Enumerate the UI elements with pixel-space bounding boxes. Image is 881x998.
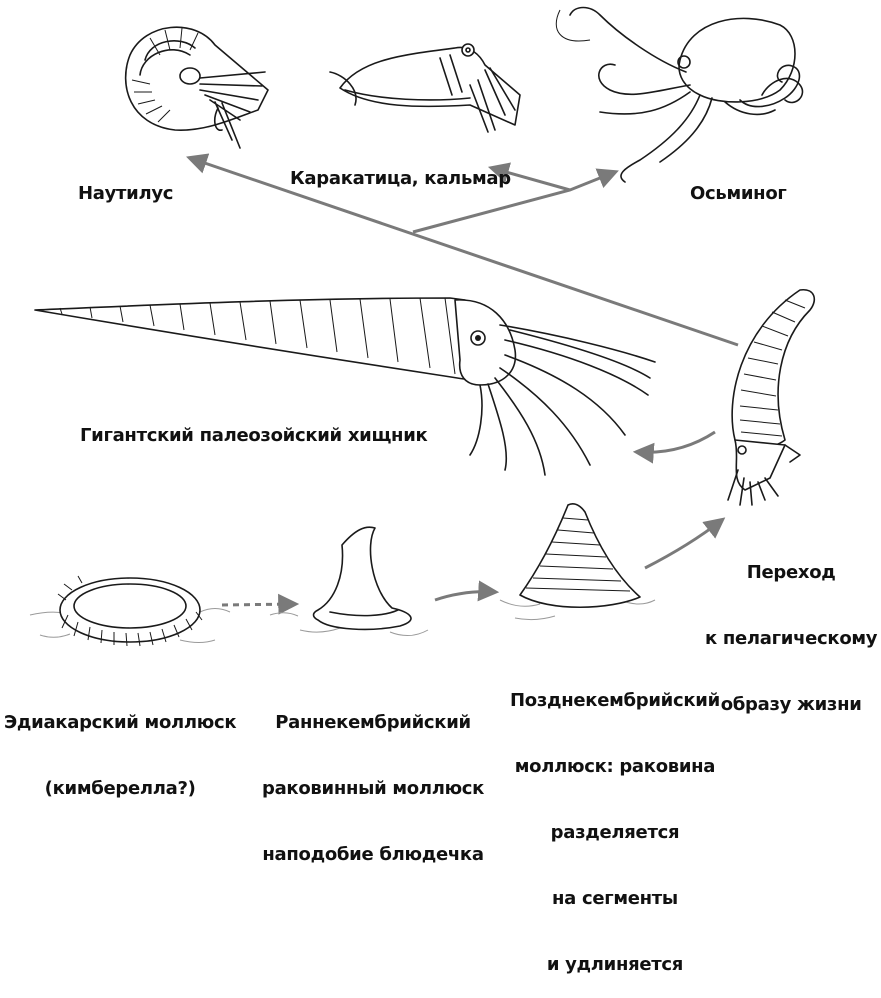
label-late-cambrian-line-5: и удлиняется: [546, 954, 684, 975]
arrow-to-cuttlefish: [487, 162, 571, 192]
cuttlefish-icon: [329, 43, 521, 133]
label-early-cambrian: Раннекембрийский раковинный моллюск напо…: [262, 668, 484, 888]
label-giant: Гигантский палеозойский хищник: [80, 381, 428, 469]
nautilus-icon: [124, 26, 269, 149]
label-pelagic-line-2: к пелагическому: [705, 628, 878, 649]
diagram-canvas: [29, 6, 816, 647]
label-pelagic-line-3: образу жизни: [720, 694, 862, 715]
label-nautilus-text: Наутилус: [78, 183, 174, 204]
arrow-to-giant: [632, 430, 716, 464]
label-early-cambrian-line-1: Раннекембрийский: [275, 712, 471, 733]
arrow-to-pelagic: [644, 517, 726, 570]
label-octopus: Осьминог: [690, 139, 787, 227]
label-cuttlefish-text: Каракатица, кальмар: [290, 168, 511, 189]
label-late-cambrian-line-1: Позднекембрийский: [510, 690, 720, 711]
label-giant-text: Гигантский палеозойский хищник: [80, 425, 428, 446]
kimberella-icon: [29, 575, 231, 647]
label-octopus-text: Осьминог: [690, 183, 787, 204]
arrows: [186, 153, 739, 615]
label-late-cambrian-line-2: моллюск: раковина: [514, 756, 716, 777]
arrow-to-nautilus: [186, 153, 739, 347]
label-ediacaran: Эдиакарский моллюск (кимберелла?): [4, 668, 237, 822]
arrow-dashed-ediacaran: [221, 593, 300, 615]
label-early-cambrian-line-2: раковинный моллюск: [262, 778, 485, 799]
label-ediacaran-line-2: (кимберелла?): [44, 778, 196, 799]
octopus-icon: [555, 6, 804, 183]
label-pelagic-line-1: Переход: [746, 562, 836, 583]
pelagic-cephalopod-icon: [727, 289, 816, 506]
label-early-cambrian-line-3: наподобие блюдечка: [262, 844, 484, 865]
label-nautilus: Наутилус: [78, 139, 173, 227]
label-cuttlefish: Каракатица, кальмар: [290, 124, 511, 212]
arrow-early-to-late: [434, 580, 500, 602]
label-late-cambrian-line-4: на сегменты: [552, 888, 678, 909]
label-late-cambrian: Позднекембрийский моллюск: раковина разд…: [510, 646, 720, 998]
label-late-cambrian-line-3: разделяется: [550, 822, 680, 843]
evolution-diagram: Наутилус Каракатица, кальмар Осьминог Ги…: [4, 6, 878, 975]
cone-shell-icon: [499, 503, 656, 621]
label-ediacaran-line-1: Эдиакарский моллюск: [4, 712, 237, 733]
label-pelagic: Переход к пелагическому образу жизни: [705, 518, 878, 738]
limpet-shell-icon: [269, 526, 429, 636]
orthocone-icon: [34, 297, 656, 476]
